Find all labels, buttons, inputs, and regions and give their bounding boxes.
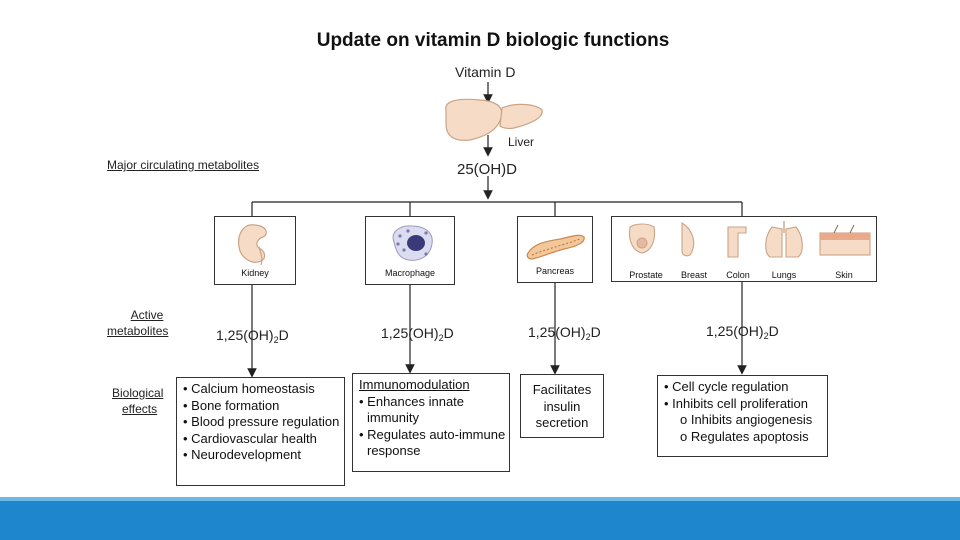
effect-item: secretion	[535, 415, 589, 430]
effect-item: Facilitates	[532, 382, 592, 397]
effect-item: insulin	[543, 398, 581, 414]
breast-icon	[681, 222, 695, 257]
macrophage-icon	[392, 225, 433, 261]
effects-box-pancreas: Facilitates insulin secretion	[520, 374, 604, 438]
organ-label-colon: Colon	[726, 270, 750, 280]
effect-item: response	[367, 443, 421, 458]
active-metabolite-tissues: 1,25(OH)2D	[706, 323, 779, 341]
lungs-icon	[765, 226, 783, 258]
organ-label-breast: Breast	[680, 270, 707, 280]
effects-label: effects	[122, 402, 158, 416]
vitamin-d-label: Vitamin D	[455, 64, 516, 80]
colon-icon	[727, 226, 747, 258]
organ-label-skin: Skin	[835, 270, 853, 280]
effect-item: • Cell cycle regulation	[664, 379, 789, 394]
tissue-icons	[628, 221, 871, 258]
effect-item: • Inhibits cell proliferation	[664, 395, 809, 411]
active-metabolite-pancreas: 1,25(OH)2D	[528, 324, 601, 342]
effect-item: o Regulates apoptosis	[680, 428, 809, 444]
organ-label-prostate: Prostate	[629, 270, 663, 280]
effects-box-kidney: • Calcium homeostasis • Bone formation •…	[176, 377, 345, 486]
active-label: Active	[130, 308, 164, 322]
effect-item: • Regulates auto-immune	[359, 426, 506, 442]
effect-item: • Blood pressure regulation	[183, 414, 340, 429]
organ-label-macrophage: Macrophage	[384, 268, 436, 278]
effect-item: • Calcium homeostasis	[183, 381, 315, 396]
kidney-icon	[238, 224, 267, 266]
metabolites-label: metabolites	[107, 324, 169, 338]
organ-label-kidney: Kidney	[241, 268, 269, 278]
organ-label-lungs: Lungs	[771, 270, 797, 280]
liver-icon	[445, 98, 543, 141]
major-circulating-label: Major circulating metabolites	[107, 158, 260, 172]
active-metabolite-kidney: 1,25(OH)2D	[216, 327, 289, 345]
organ-box-tissues: Prostate Breast Colon Lungs Skin	[611, 216, 877, 282]
effect-item: immunity	[367, 410, 420, 425]
page-title: Update on vitamin D biologic functions	[316, 30, 670, 51]
effect-item: • Bone formation	[183, 397, 280, 413]
footer-stripe	[0, 497, 960, 501]
organ-label-pancreas: Pancreas	[535, 266, 575, 276]
effect-item: o Inhibits angiogenesis	[680, 412, 813, 427]
effects-box-macrophage: Immunomodulation • Enhances innate immun…	[352, 373, 510, 472]
effect-heading: Immunomodulation	[359, 377, 470, 392]
effect-item: • Neurodevelopment	[183, 447, 302, 462]
biological-label: Biological	[112, 386, 164, 400]
effect-item: • Cardiovascular health	[183, 430, 317, 446]
organ-box-pancreas: Pancreas	[517, 216, 593, 283]
liver-label: Liver	[508, 135, 535, 149]
footer-bar	[0, 501, 960, 540]
effects-box-tissues: • Cell cycle regulation • Inhibits cell …	[657, 375, 828, 457]
pancreas-icon	[526, 234, 585, 260]
organ-box-kidney: Kidney	[214, 216, 296, 285]
organ-box-macrophage: Macrophage	[365, 216, 455, 285]
active-metabolite-macrophage: 1,25(OH)2D	[381, 325, 454, 343]
effect-item: • Enhances innate	[359, 393, 465, 409]
metabolite-25ohd: 25(OH)D	[457, 161, 518, 178]
